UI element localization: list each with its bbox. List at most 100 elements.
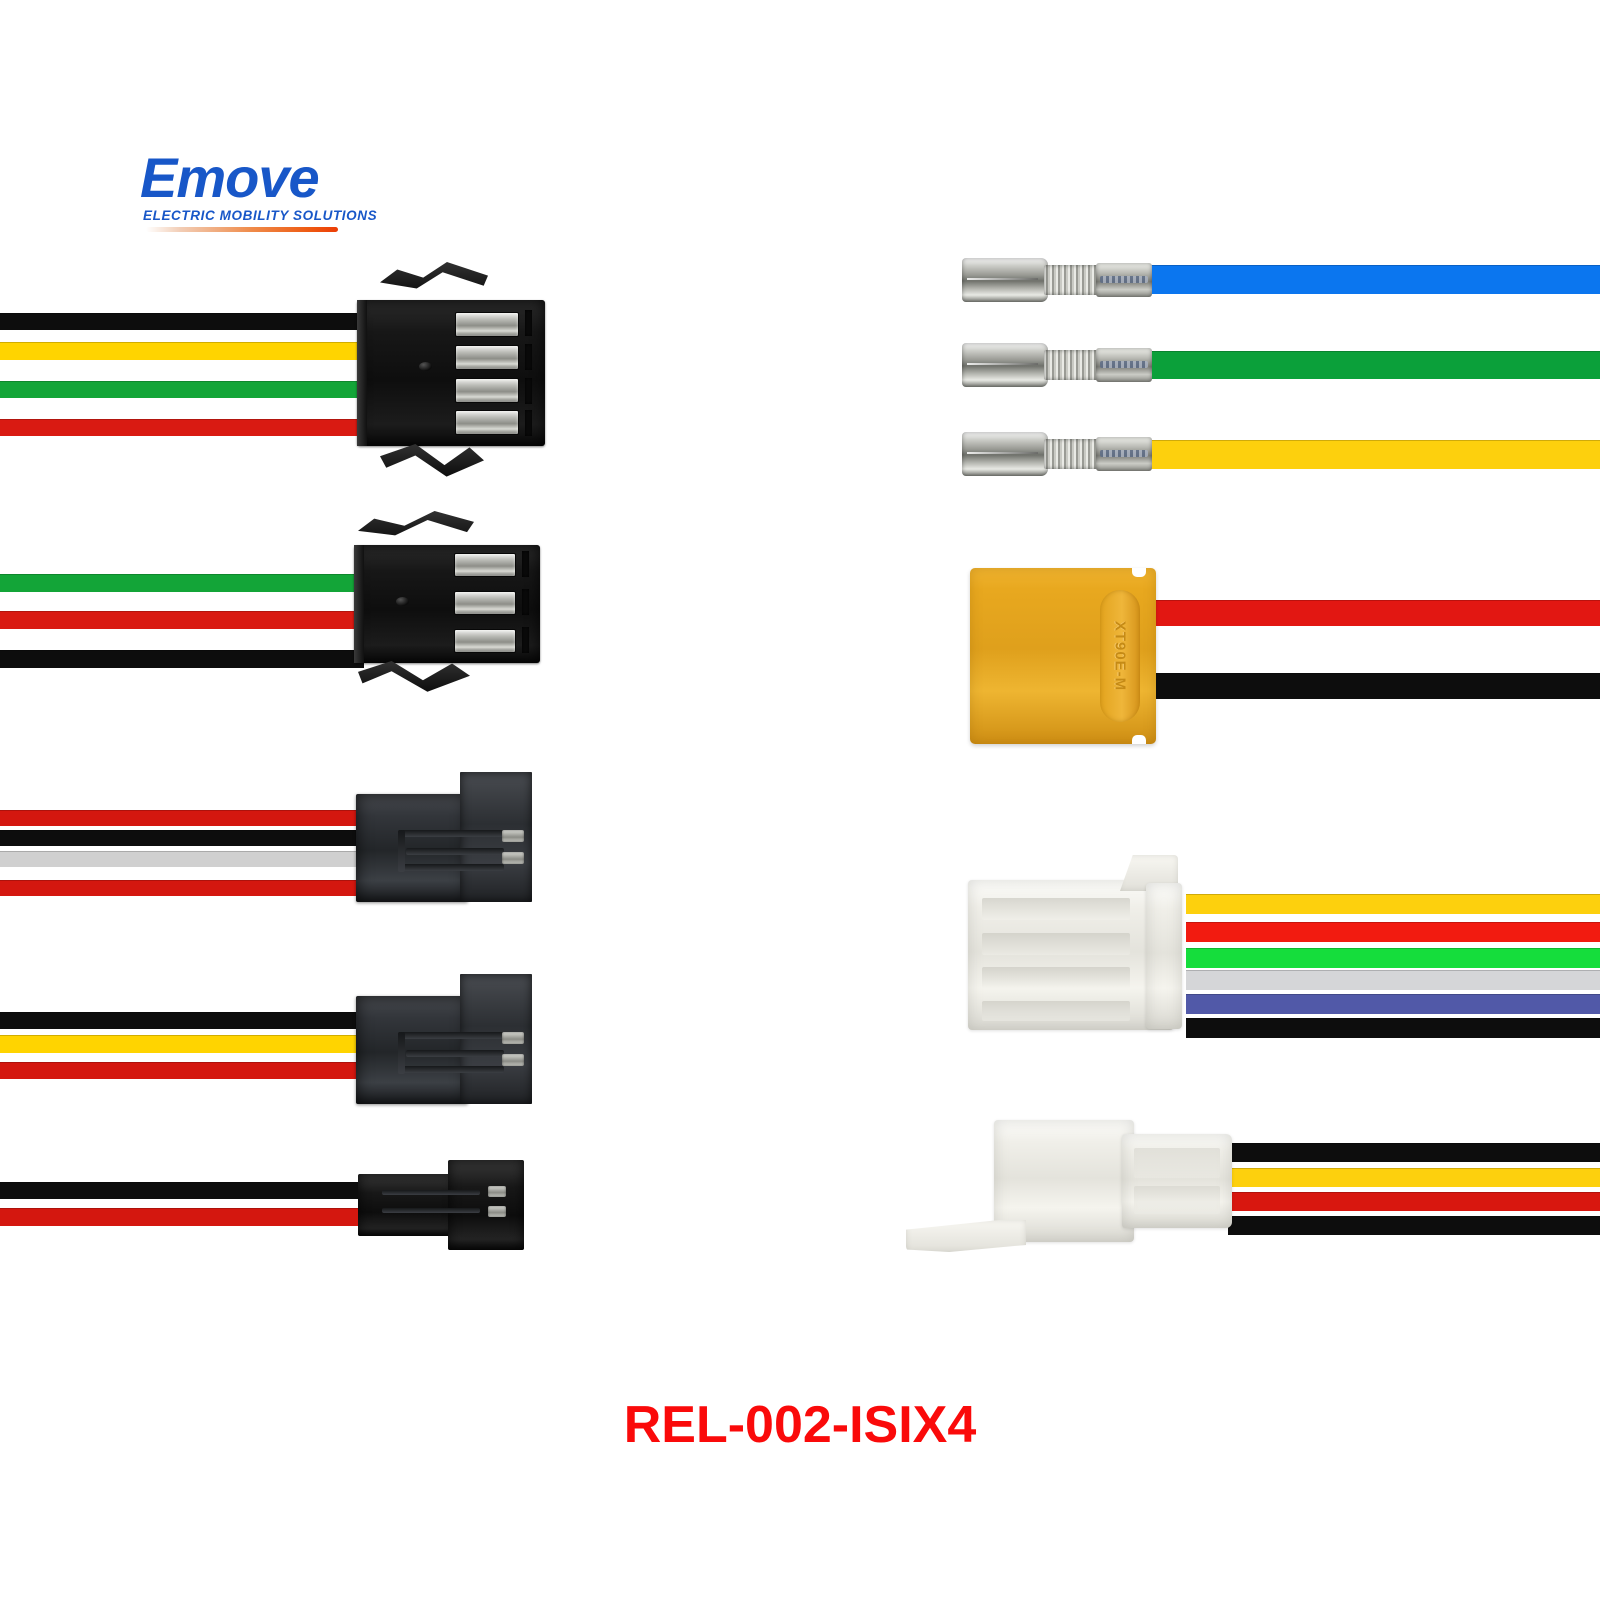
connector-grey-3pin: [356, 970, 536, 1110]
housing-ridge-2: [982, 933, 1130, 955]
contact-pin-4: [455, 410, 519, 435]
terminal-bullet-green: [962, 341, 1162, 389]
wire-yellow: [0, 1035, 364, 1053]
housing-ridge-2: [1134, 1186, 1220, 1214]
housing-rail-vertical: [398, 830, 405, 872]
contact-pin-2: [454, 591, 516, 615]
housing-notch-top: [1132, 568, 1146, 577]
wire-black: [1186, 1018, 1600, 1038]
housing-left-wall: [354, 545, 364, 663]
wire-green: [0, 574, 364, 592]
latch-arm-top: [358, 511, 474, 536]
housing-slot-3: [522, 627, 529, 653]
contact-pin-2: [502, 1054, 524, 1066]
wire-grey: [0, 851, 364, 867]
terminal-bullet-blue: [962, 256, 1162, 304]
terminal-seam: [967, 363, 1038, 365]
housing-rail-mid: [406, 848, 504, 855]
latch-arm-bottom: [358, 661, 470, 692]
contact-pin-2: [502, 852, 524, 864]
product-code: REL-002-ISIX4: [623, 1396, 977, 1454]
wire-red-2: [0, 880, 364, 896]
wire-green: [1186, 948, 1600, 968]
xt90-marking-text: XT90E-M: [1111, 620, 1129, 692]
connector-release-tab: [906, 1220, 1026, 1252]
wire-red-1: [0, 810, 364, 826]
wire-red: [0, 611, 364, 629]
wire-blue: [1186, 994, 1600, 1014]
wire-yellow: [1148, 440, 1600, 469]
contact-pin-1: [488, 1186, 506, 1197]
latch-arm-bottom: [380, 444, 484, 477]
housing-ridge-4: [982, 1001, 1130, 1021]
wire-black: [0, 313, 364, 330]
terminal-barrel: [962, 258, 1048, 302]
housing-rail-vertical: [398, 1032, 405, 1074]
wire-red: [1228, 1192, 1600, 1211]
connector-housing: [358, 1174, 456, 1236]
brand-name: Emove: [140, 146, 320, 209]
connector-white-latch: [906, 1108, 1246, 1256]
housing-ridge-3: [982, 967, 1130, 989]
wire-red: [1150, 600, 1600, 626]
housing-dimple: [419, 362, 432, 371]
housing-rail-top: [382, 1190, 480, 1195]
wire-red: [1186, 922, 1600, 942]
brand-swoosh-divider: [146, 227, 338, 232]
wire-red: [0, 419, 364, 436]
terminal-crimp: [1096, 348, 1152, 382]
terminal-crimp: [1096, 263, 1152, 297]
contact-pin-1: [502, 1032, 524, 1044]
connector-nose: [448, 1160, 524, 1250]
contact-pin-1: [502, 830, 524, 842]
housing-left-wall: [357, 300, 367, 446]
wire-yellow: [0, 342, 364, 360]
housing-rail-bot: [398, 1066, 504, 1073]
wire-black: [0, 1182, 364, 1199]
connector-black-4pin: [352, 262, 552, 480]
terminal-neck: [1044, 439, 1100, 469]
wire-black-2: [1228, 1216, 1600, 1235]
housing-ridge-1: [1134, 1148, 1220, 1178]
contact-pin-2: [455, 345, 519, 370]
contact-pin-3: [454, 629, 516, 653]
connector-black-2pin: [358, 1160, 530, 1250]
wire-green: [0, 381, 364, 398]
connector-grey-4pin: [356, 768, 536, 908]
housing-notch-bottom: [1132, 735, 1146, 744]
terminal-seam: [967, 452, 1038, 454]
housing-slot-1: [522, 551, 529, 577]
terminal-barrel: [962, 432, 1048, 476]
housing-slot-1: [525, 310, 532, 336]
wire-grey: [1186, 970, 1600, 990]
housing-slot-4: [525, 410, 532, 436]
housing-rail-bot: [398, 864, 504, 871]
connector-black-3pin: [352, 505, 552, 705]
housing-slot-2: [522, 589, 529, 615]
wire-black: [0, 650, 364, 668]
wire-red: [0, 1062, 364, 1079]
connector-nose: [1146, 883, 1182, 1029]
terminal-crimp: [1096, 437, 1152, 471]
contact-pin-1: [455, 312, 519, 337]
terminal-neck: [1044, 265, 1100, 295]
contact-pin-2: [488, 1206, 506, 1217]
wire-black: [1150, 673, 1600, 699]
housing-slot-3: [525, 378, 532, 404]
wire-yellow: [1228, 1168, 1600, 1187]
brand-tagline: ELECTRIC MOBILITY SOLUTIONS: [143, 208, 378, 223]
contact-pin-3: [455, 378, 519, 403]
wire-black: [0, 830, 364, 846]
housing-rail-top: [398, 830, 504, 837]
wire-blue: [1148, 265, 1600, 294]
housing-rail-mid: [406, 1050, 504, 1057]
wire-black-1: [1228, 1143, 1600, 1162]
wire-yellow: [1186, 894, 1600, 914]
housing-rail-bot: [382, 1208, 480, 1213]
connector-housing: [357, 300, 545, 446]
housing-slot-2: [525, 344, 532, 370]
connector-nose: [1122, 1134, 1232, 1228]
terminal-neck: [1044, 350, 1100, 380]
housing-dimple: [396, 597, 409, 606]
